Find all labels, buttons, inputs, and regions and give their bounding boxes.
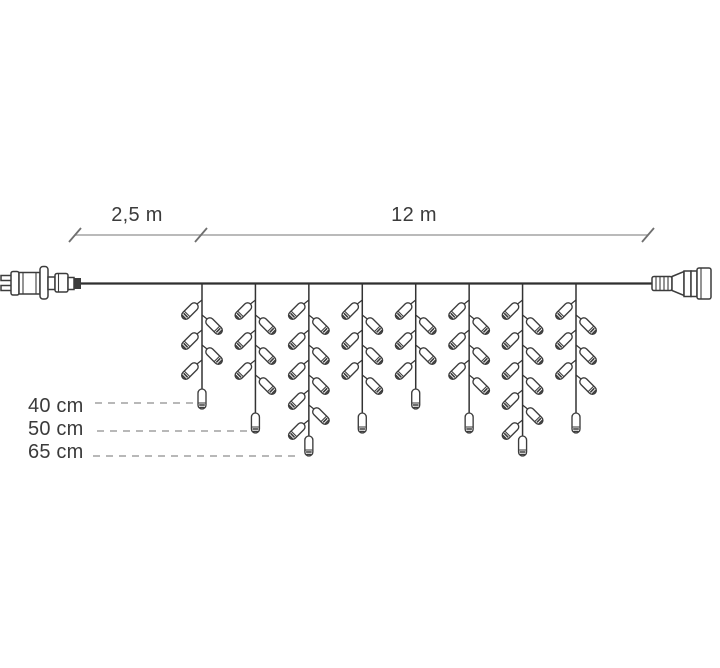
drop-length-label-50cm: 50 cm [28, 418, 83, 440]
bulb-icon [579, 347, 597, 365]
span-length-label: 12 m [391, 204, 437, 226]
string-connector-icon [651, 267, 712, 300]
bulb-icon [205, 347, 223, 365]
bulb-icon [525, 407, 544, 425]
bulb-icon [250, 412, 261, 434]
bulb-icon [341, 302, 360, 320]
bulb-icon [394, 302, 413, 320]
bulb-icon [472, 347, 491, 365]
bulb-icon [579, 377, 597, 395]
bulb-icon [287, 362, 306, 380]
bulb-icon [418, 347, 437, 365]
bulb-icon [258, 377, 277, 395]
bulb-icon [472, 317, 491, 335]
bulb-icon [501, 392, 520, 410]
drop-length-label-40cm: 40 cm [28, 395, 83, 417]
bulb-icon [448, 332, 466, 350]
drop-length-label-65cm: 65 cm [28, 441, 83, 463]
bulb-icon [418, 317, 437, 335]
light-drop-6 [448, 283, 491, 434]
bulb-icon [501, 302, 520, 320]
dimension-tick-left [68, 227, 82, 243]
light-drop-8 [555, 283, 597, 434]
bulb-icon [341, 332, 360, 350]
bulb-icon [571, 412, 581, 434]
bulb-icon [448, 362, 466, 380]
bulb-icon [341, 362, 360, 380]
bulb-icon [357, 412, 367, 434]
bulb-icon [365, 347, 384, 365]
bulb-icon [312, 377, 330, 395]
bulb-icon [234, 332, 253, 350]
dimension-line-group: 2,5 m 12 m [68, 204, 655, 243]
bulb-icon [287, 332, 306, 350]
bulb-icon [365, 317, 384, 335]
bulb-icon [181, 302, 199, 320]
bulb-icon [555, 362, 573, 380]
bulb-icon [258, 347, 277, 365]
bulb-icon [312, 317, 330, 335]
bulb-icon [287, 422, 306, 440]
bulb-icon [579, 317, 597, 335]
dimension-tick-middle [194, 227, 208, 243]
light-drop-1 [181, 283, 223, 410]
light-drop-2 [234, 283, 277, 434]
light-drop-3 [287, 283, 330, 457]
light-drop-5 [394, 283, 437, 410]
power-plug-icon [0, 265, 81, 300]
bulb-icon [234, 302, 253, 320]
bulb-icon [517, 435, 528, 457]
bulb-icon [258, 317, 277, 335]
bulb-icon [304, 435, 314, 457]
light-drop-4 [341, 283, 384, 434]
bulb-icon [234, 362, 253, 380]
bulb-icon [525, 377, 544, 395]
bulb-icon [501, 422, 520, 440]
bulb-icon [525, 347, 544, 365]
bulb-icon [181, 332, 199, 350]
bulb-icon [501, 332, 520, 350]
bulb-icon [205, 317, 223, 335]
bulb-icon [197, 388, 207, 410]
bulb-icon [365, 377, 384, 395]
bulb-icon [287, 392, 306, 410]
bulb-icon [394, 332, 413, 350]
bulb-icon [472, 377, 491, 395]
bulb-icon [312, 347, 330, 365]
bulb-icon [464, 412, 474, 434]
lead-length-label: 2,5 m [111, 204, 163, 226]
bulb-icon [555, 302, 573, 320]
bulb-icon [501, 362, 520, 380]
bulb-icon [448, 302, 466, 320]
drop-length-callouts: 40 cm 50 cm 65 cm [28, 395, 299, 463]
dimension-tick-right [641, 227, 655, 243]
bulb-icon [287, 302, 306, 320]
bulb-icon [394, 362, 413, 380]
bulb-icon [555, 332, 573, 350]
bulb-icon [411, 388, 421, 410]
bulb-icon [181, 362, 199, 380]
bulb-icon [525, 317, 544, 335]
bulb-icon [312, 407, 330, 425]
light-drop-7 [501, 283, 544, 457]
